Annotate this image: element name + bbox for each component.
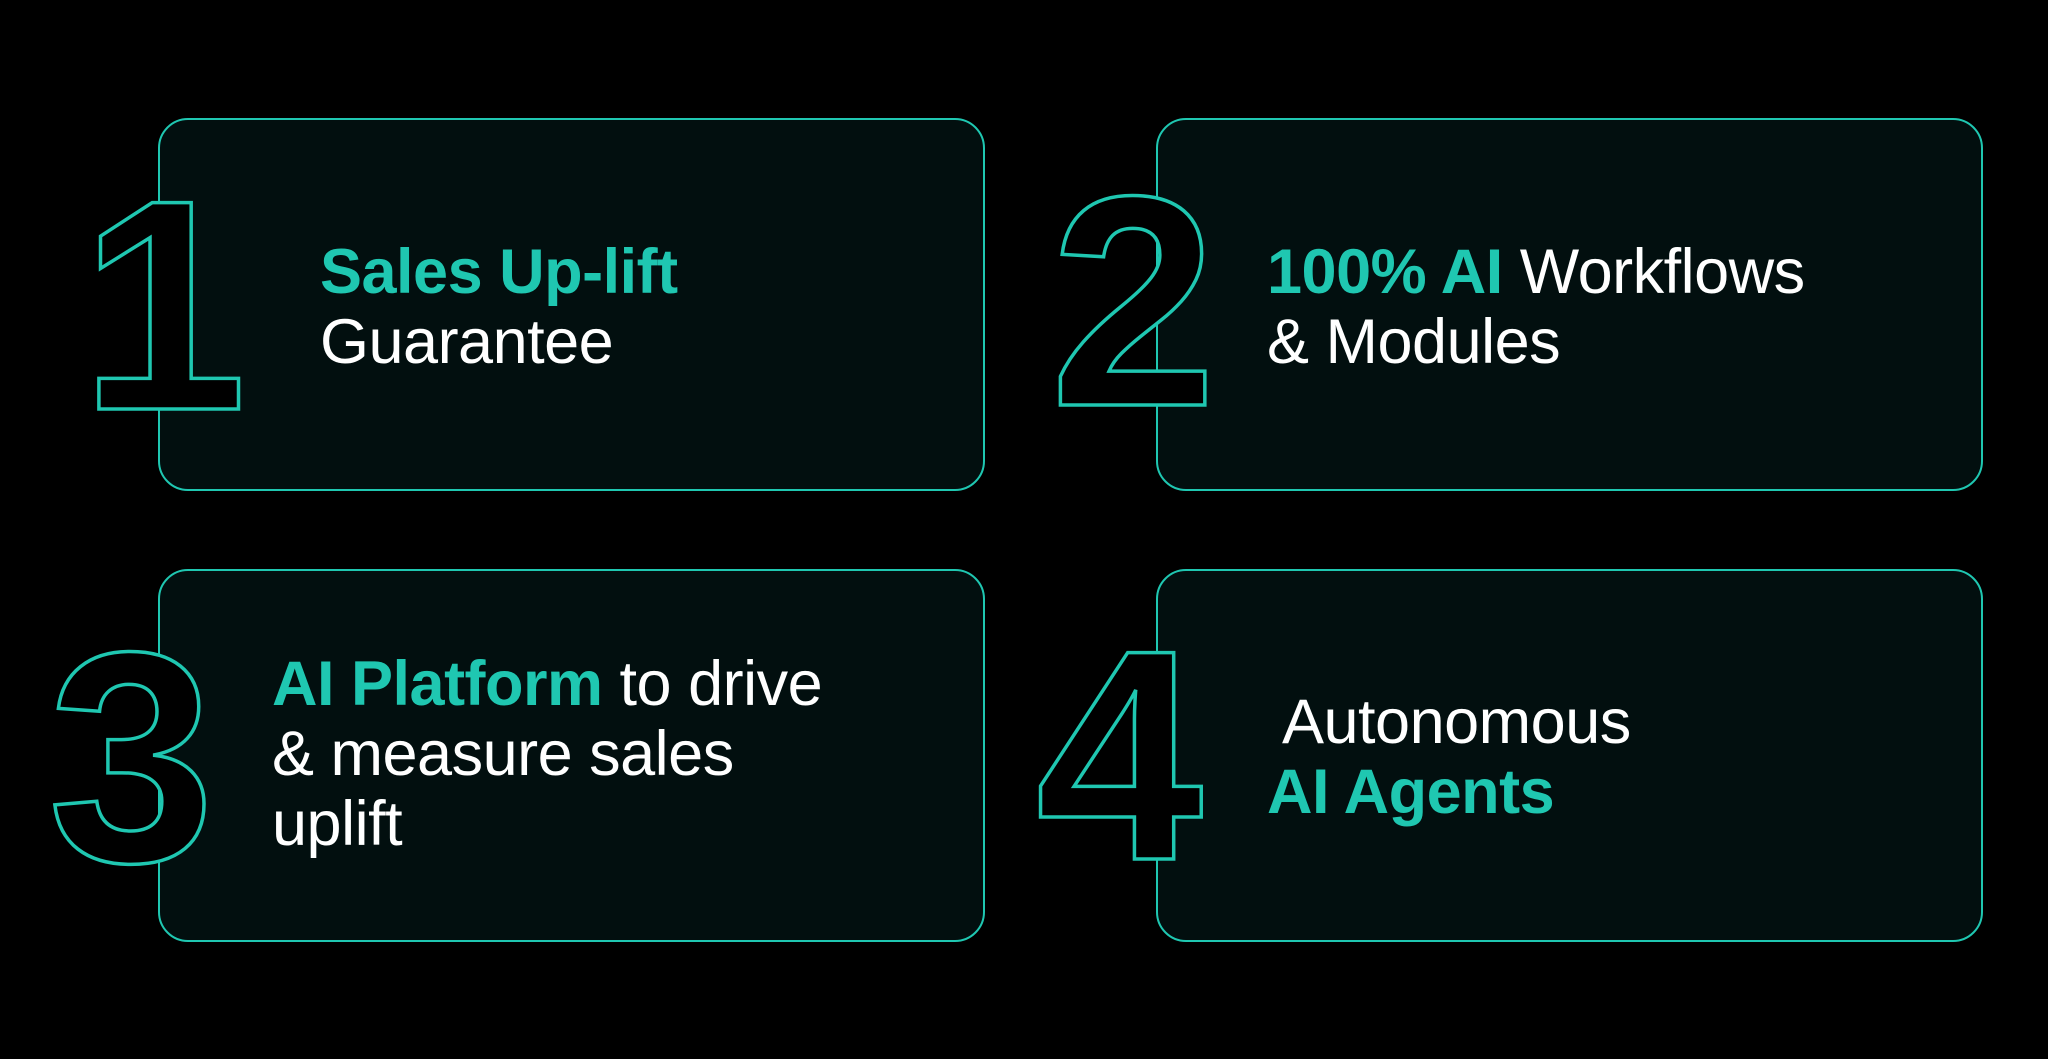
number-4-outline: 4 <box>1034 585 1206 925</box>
number-2-outline: 2 <box>1048 131 1218 471</box>
svg-text:3: 3 <box>48 589 215 925</box>
card-ai-agents <box>1156 569 1983 942</box>
card-1-highlight: Sales Up-lift <box>320 237 678 307</box>
card-4-highlight: AI Agents <box>1267 757 1555 827</box>
number-1-outline: 1 <box>78 135 248 475</box>
card-ai-workflows <box>1156 118 1983 491</box>
card-4-text: Autonomous AI Agents <box>1267 687 1631 827</box>
card-3-line1-rest: to drive <box>602 649 823 719</box>
svg-text:1: 1 <box>80 137 247 473</box>
card-ai-platform <box>158 569 985 942</box>
card-4-line1: Autonomous <box>1282 687 1631 757</box>
card-sales-uplift <box>158 118 985 491</box>
card-2-line2: & Modules <box>1267 307 1561 377</box>
number-3-outline: 3 <box>46 587 216 927</box>
card-2-line1-rest: Workflows <box>1502 237 1805 307</box>
card-3-line3: uplift <box>272 789 403 859</box>
card-3-text: AI Platform to drive & measure sales upl… <box>272 649 823 859</box>
card-2-highlight: 100% AI <box>1267 237 1503 307</box>
card-3-line2: & measure sales <box>272 719 734 789</box>
card-2-text: 100% AI Workflows & Modules <box>1267 237 1805 377</box>
card-1-line2: Guarantee <box>320 307 614 377</box>
card-3-highlight: AI Platform <box>272 649 603 719</box>
svg-text:4: 4 <box>1036 587 1205 923</box>
svg-text:2: 2 <box>1050 133 1217 469</box>
card-1-text: Sales Up-lift Guarantee <box>320 237 678 377</box>
